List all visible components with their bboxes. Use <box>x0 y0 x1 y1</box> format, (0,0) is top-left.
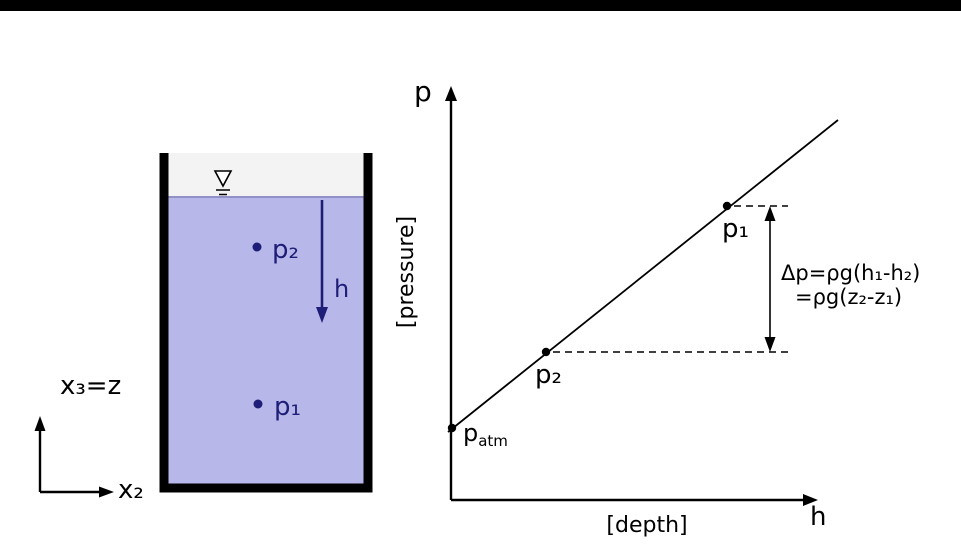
tank-p1-label: p₁ <box>274 392 301 422</box>
h-arrowhead-icon <box>316 307 328 323</box>
top-bar <box>0 0 961 11</box>
coordinate-axes: x₃=z x₂ <box>34 371 144 505</box>
patm-point <box>447 423 457 433</box>
delta-p-arrowhead-down-icon <box>764 337 776 352</box>
depth-axis-label: h <box>810 502 826 532</box>
pressure-axis-label: p <box>414 75 432 108</box>
delta-p-arrowhead-up-icon <box>764 206 776 221</box>
delta-p-formula-line1: Δp=ρg(h₁-h₂) <box>781 261 920 285</box>
graph-p2-label: p₂ <box>535 360 562 390</box>
x2-axis-label: x₂ <box>118 475 144 505</box>
graph-p2-point <box>541 347 551 357</box>
x2-axis-arrowhead-icon <box>99 486 114 498</box>
z-axis-arrowhead-icon <box>34 416 46 431</box>
tank-p2-label: p₂ <box>272 235 299 265</box>
tank-p2-point <box>252 242 262 252</box>
depth-axis-caption: [depth] <box>606 513 687 538</box>
patm-label-sub: atm <box>478 432 508 450</box>
depth-axis-arrowhead-icon <box>803 494 818 506</box>
tank-h-label: h <box>334 275 349 303</box>
delta-p-formula-line2: =ρg(z₂-z₁) <box>795 285 902 309</box>
patm-label: patm <box>463 419 508 450</box>
pressure-line <box>447 119 839 433</box>
surface-triangle-icon <box>213 170 233 188</box>
x3z-axis-label: x₃=z <box>60 371 121 401</box>
graph-p1-point <box>722 201 732 211</box>
tank-diagram: p₂ h p₁ <box>159 153 373 493</box>
pressure-axis-arrowhead-icon <box>445 86 457 101</box>
tank-p1-point <box>253 399 263 409</box>
tank-walls <box>159 153 373 493</box>
graph-p1-label: p₁ <box>722 214 749 244</box>
free-surface-marker-icon <box>213 170 233 196</box>
patm-label-main: p <box>463 419 478 447</box>
pressure-depth-graph: p [pressure] [depth] h patm p₂ p₁ Δp=ρg(… <box>394 75 920 538</box>
pressure-axis-caption: [pressure] <box>394 216 419 328</box>
tank-air-gap <box>168 153 368 197</box>
tank-liquid <box>168 197 368 484</box>
